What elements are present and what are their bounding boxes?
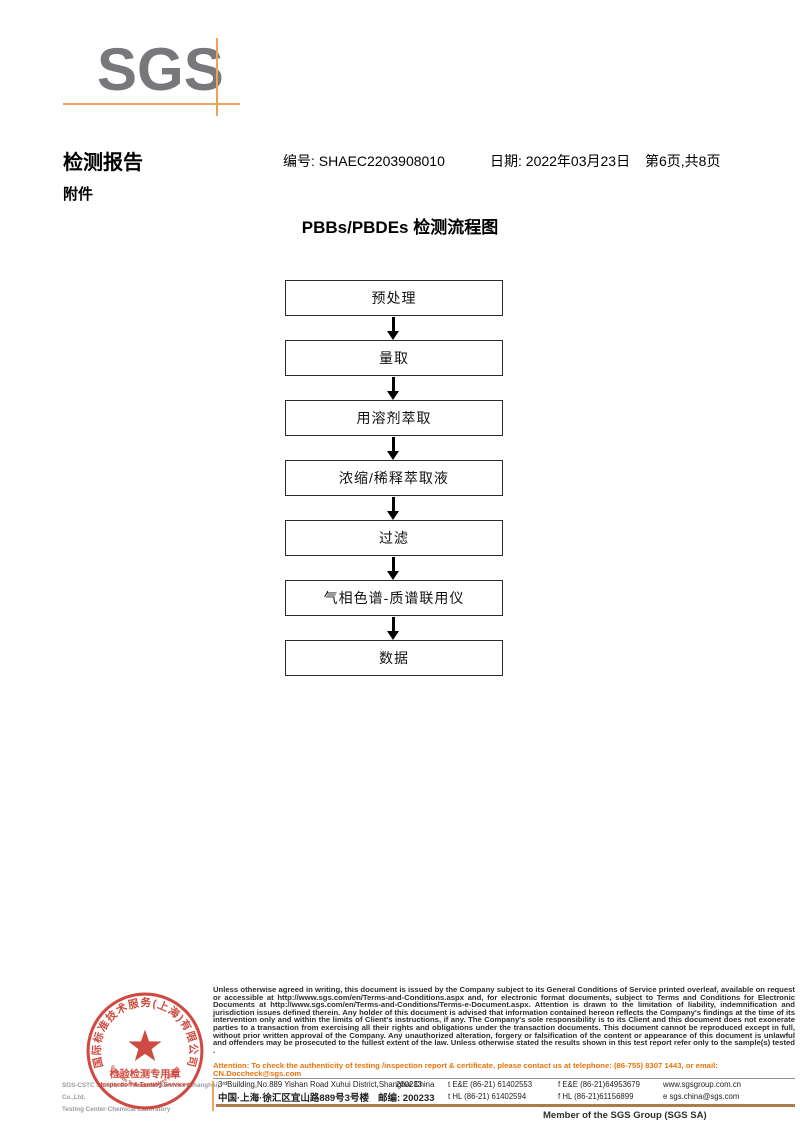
- stamp-seal-line1: 检验检测专用章: [109, 1067, 180, 1080]
- page-indicator: 第6页,共8页: [645, 153, 721, 169]
- attention-notice: Attention: To check the authenticity of …: [213, 1061, 718, 1078]
- fax-hl: f HL (86-21)61156899: [558, 1092, 634, 1101]
- flow-step-concentrate-dilute: 浓缩/稀释萃取液: [285, 460, 503, 496]
- flow-arrow: [392, 317, 395, 333]
- website-url: www.sgsgroup.com.cn: [663, 1080, 741, 1089]
- flow-arrow-head: [387, 451, 399, 460]
- address-cn-zip: 邮编: 200233: [378, 1093, 435, 1104]
- flow-arrow-head: [387, 511, 399, 520]
- crop-mark-horizontal: [63, 103, 240, 105]
- address-cn: 中国·上海·徐汇区宜山路889号3号楼: [218, 1093, 369, 1104]
- flow-arrow-head: [387, 391, 399, 400]
- sgs-logo: SGS: [97, 36, 224, 103]
- stamp-star-icon: [128, 1029, 162, 1061]
- sgs-group-member-text: Member of the SGS Group (SGS SA): [543, 1110, 707, 1121]
- flow-step-measure: 量取: [285, 340, 503, 376]
- footer-crop-mark-vertical: [212, 1081, 214, 1111]
- attachment-label: 附件: [63, 186, 94, 203]
- crop-mark-vertical: [216, 38, 218, 116]
- company-name-block: SGS-CSTC Standards Technical Services (S…: [62, 1080, 220, 1116]
- flow-arrow-head: [387, 631, 399, 640]
- footer-divider-tan: [216, 1104, 795, 1107]
- email-address: e sgs.china@sgs.com: [663, 1092, 740, 1101]
- address-zip: 200233: [396, 1080, 423, 1089]
- fax-ee: f E&E (86-21)64953679: [558, 1080, 640, 1089]
- stamp-circle: [86, 992, 204, 1110]
- flow-arrow-head: [387, 331, 399, 340]
- report-number: 编号: SHAEC2203908010: [283, 153, 445, 169]
- phone-ee: t E&E (86-21) 61402553: [448, 1080, 533, 1089]
- report-title: 检测报告: [63, 152, 143, 174]
- flow-arrow-head: [387, 571, 399, 580]
- flow-step-pretreatment: 预处理: [285, 280, 503, 316]
- flow-step-data: 数据: [285, 640, 503, 676]
- company-name-line2: Testing Center-Chemical Laboratory: [62, 1106, 171, 1113]
- flow-arrow: [392, 437, 395, 453]
- report-date: 日期: 2022年03月23日: [490, 153, 631, 169]
- flow-arrow: [392, 497, 395, 513]
- inspection-stamp-seal: 国际标准技术服务(上海)有限公司 SGS-CSTC Standards Tech…: [84, 990, 204, 1110]
- flow-arrow: [392, 377, 395, 393]
- flow-step-gcms: 气相色谱-质谱联用仪: [285, 580, 503, 616]
- footer-divider-thin: [213, 1078, 795, 1079]
- company-name-line1: SGS-CSTC Standards Technical Services (S…: [62, 1082, 220, 1101]
- flowchart-title: PBBs/PBDEs 检测流程图: [301, 218, 499, 237]
- flow-step-filter: 过滤: [285, 520, 503, 556]
- flow-arrow: [392, 617, 395, 633]
- flow-arrow: [392, 557, 395, 573]
- legal-terms-paragraph: Unless otherwise agreed in writing, this…: [213, 985, 795, 1055]
- stamp-seal-line2: Inspection & Testing Services: [100, 1082, 190, 1089]
- phone-hl: t HL (86-21) 61402594: [448, 1092, 527, 1101]
- flow-step-solvent-extraction: 用溶剂萃取: [285, 400, 503, 436]
- address-en: 3ʳᵈBuilding,No.889 Yishan Road Xuhui Dis…: [218, 1080, 435, 1089]
